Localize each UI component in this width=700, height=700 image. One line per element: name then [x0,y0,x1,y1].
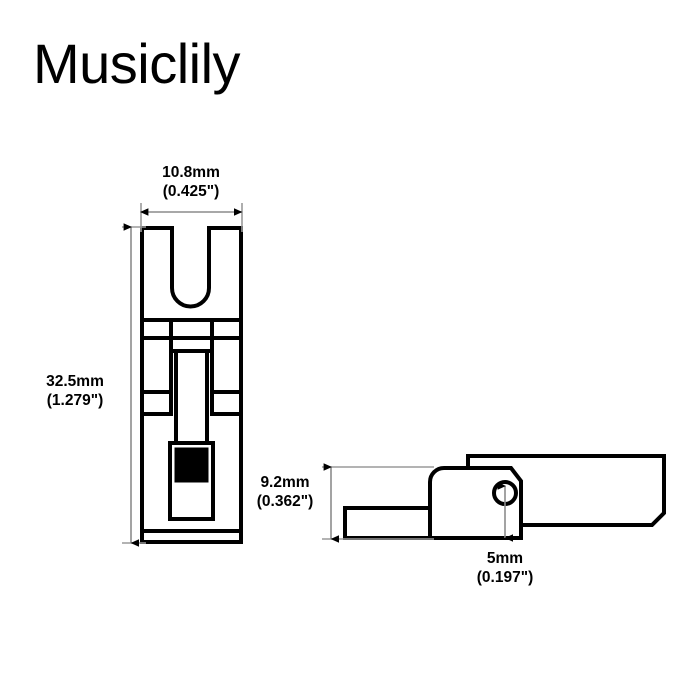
front-view-panel-left [140,336,173,394]
front-view-screw-head [174,447,209,483]
front-view-panel-right [210,336,243,394]
dimension-height-metric: 32.5mm [46,373,104,390]
dimension-height-imperial: (1.279") [47,392,103,409]
dimension-hole-metric: 5mm [487,550,523,567]
dimension-hole-imperial: (0.197") [477,569,533,586]
dimension-hole-depth: 5mm (0.197") [477,482,533,586]
front-view-panel-right-lower [210,390,243,416]
front-view-group [140,226,243,544]
side-view-low-tail [343,506,443,540]
dimension-height-side: 9.2mm (0.362") [257,463,434,543]
dimension-width-metric: 10.8mm [162,164,220,181]
dimension-side-imperial: (0.362") [257,493,313,510]
front-view-panel-left-lower [140,390,173,416]
dimension-side-metric: 9.2mm [260,474,309,491]
dimension-width-imperial: (0.425") [163,183,219,200]
dimension-height-left: 32.5mm (1.279") [46,223,146,547]
brand-logo-text: Musiclily [33,32,241,95]
dimension-width-top: 10.8mm (0.425") [140,164,243,232]
front-view-outline [140,226,243,544]
